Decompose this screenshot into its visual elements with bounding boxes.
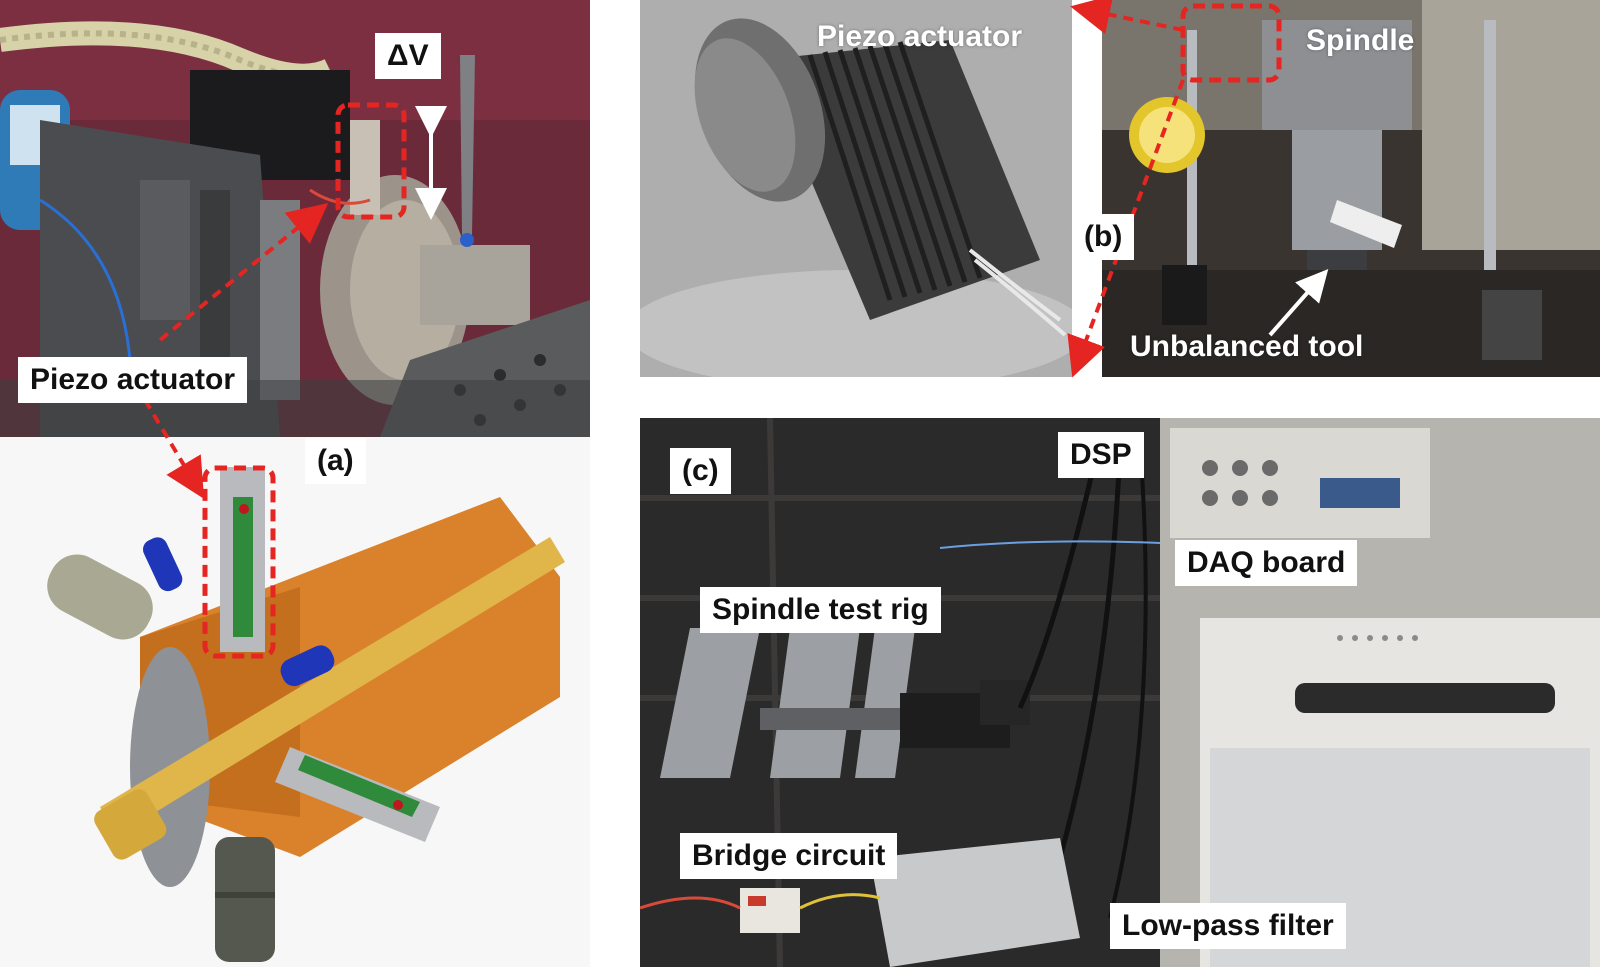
label-daq-board: DAQ board bbox=[1175, 540, 1358, 586]
label-dsp: DSP bbox=[1058, 432, 1144, 478]
panel-c-photo bbox=[640, 418, 1600, 967]
panel-tag-a: (a) bbox=[305, 438, 366, 484]
panel-a-cad bbox=[0, 437, 590, 967]
label-delta-v: ΔV bbox=[375, 33, 441, 79]
label-spindle: Spindle bbox=[1306, 24, 1415, 57]
panel-tag-c: (c) bbox=[670, 448, 731, 494]
label-piezo-actuator-a: Piezo actuator bbox=[18, 357, 248, 403]
panel-b-actuator-photo-art bbox=[640, 0, 1072, 377]
label-low-pass-filter: Low-pass filter bbox=[1110, 903, 1346, 949]
panel-b-spindle-photo bbox=[1102, 0, 1600, 377]
label-spindle-test-rig: Spindle test rig bbox=[700, 587, 941, 633]
panel-b-actuator-photo bbox=[640, 0, 1072, 377]
panel-tag-b: (b) bbox=[1072, 214, 1135, 260]
panel-c-photo-art bbox=[640, 418, 1600, 967]
panel-a-cad-art bbox=[0, 437, 590, 967]
label-piezo-actuator-b: Piezo actuator bbox=[817, 20, 1023, 53]
label-unbalanced-tool: Unbalanced tool bbox=[1130, 330, 1364, 363]
label-bridge-circuit: Bridge circuit bbox=[680, 833, 898, 879]
panel-b-spindle-photo-art bbox=[1102, 0, 1600, 377]
